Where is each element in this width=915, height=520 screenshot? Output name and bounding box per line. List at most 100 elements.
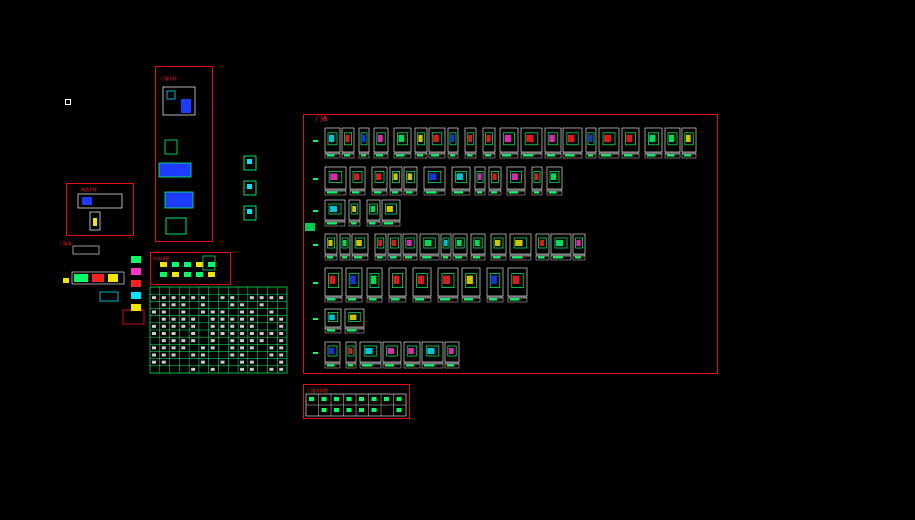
door-panel [466,132,475,146]
strip-fill-c [108,274,118,282]
door-glazing [386,206,393,212]
table-cell-text [269,346,274,350]
door-caption-text [553,256,563,259]
table-cell-text [200,310,205,314]
table-cell-text [210,339,215,343]
table-cell-text [200,353,205,357]
door-caption-box [351,254,369,261]
door-elevation [507,267,528,297]
door-caption-box [349,189,366,196]
door-elevation [344,308,365,328]
door-caption-text [348,364,353,367]
door-caption-box [339,254,351,261]
door-caption-text [406,191,413,194]
table-cell-text [240,303,245,307]
door-panel [390,237,399,249]
door-glazing [417,275,424,284]
door-panel [538,237,547,249]
door-elevation [373,127,389,153]
door-elevation [358,127,370,153]
table-cell-text [191,353,196,357]
door-panel [489,273,501,288]
table-cell-text [152,310,156,314]
door-caption-box [382,362,402,369]
door-glazing [393,275,400,284]
table-cell-text [152,324,156,328]
door-caption-text [440,298,450,301]
door-panel [513,237,528,249]
door-elevation [387,233,402,255]
door-elevation [499,127,519,153]
cyan-detail [99,291,119,302]
door-panel [476,171,484,183]
door-caption-text [538,256,545,259]
door-glazing [604,134,611,142]
detail-sheet-b[interactable]: 构造大样 [66,183,134,236]
symbol-detail [196,262,203,267]
door-panel [374,171,385,183]
detail-sheet-e-title: 门窗大样图 [308,388,328,393]
table-cell-text [161,353,166,357]
door-glazing [626,134,633,142]
door-caption-box [490,254,507,261]
door-caption-text [385,364,394,367]
table-cell-text [181,296,186,300]
door-caption-box [324,152,341,159]
table-cell-text [210,367,215,371]
door-elevation [598,127,620,153]
door-elevation [374,233,387,255]
table-cell-text [240,346,245,350]
strip-detail [71,271,125,285]
door-caption-box [486,296,504,303]
small-table-cell [359,408,364,412]
door-caption-text [473,256,480,259]
door-panel [511,273,524,288]
door-elevation [520,127,543,153]
symbol-detail [208,272,215,277]
table-cell-text [249,360,254,364]
door-caption-box [341,152,355,159]
door-glazing [329,314,335,320]
door-caption-box [324,362,341,369]
door-caption-box [447,152,459,159]
small-table-cell [346,408,352,412]
detail-sheet-a[interactable]: 门窗大样 [155,66,213,242]
door-glazing [424,240,432,246]
strip-fill-a [74,274,88,282]
table-cell-text [161,324,166,328]
node-detail-core [247,184,252,189]
door-panel [363,345,378,357]
door-elevation [474,166,486,190]
door-caption-box [499,152,519,159]
detail-sheet-c[interactable]: 节点详图 [150,252,231,285]
node-detail-core [247,209,252,214]
door-schedule-sheet[interactable]: 门表 [303,114,718,374]
table-cell-text [259,332,264,335]
section-detail-outline-2 [164,191,194,209]
table-cell-text [240,360,245,364]
door-caption-box [387,254,402,261]
door-panel [447,345,457,357]
table-cell-text [240,332,245,335]
door-elevation [402,233,418,255]
door-caption-box [482,152,496,159]
detail-sheet-a-title: 门窗大样 [161,76,177,81]
door-elevation [421,341,444,363]
door-caption-box [324,254,338,261]
table-cell-text [220,324,225,328]
table-cell-text [249,339,254,343]
detail-sheet-e[interactable]: 门窗大样图 [303,384,410,419]
door-glazing [418,134,423,142]
door-caption-text [406,364,414,367]
door-glazing [466,275,473,284]
stacked-detail [131,256,141,263]
door-panel [575,237,583,249]
door-caption-box [585,152,597,159]
label-detail [72,245,100,255]
door-caption-text [575,256,581,259]
door-caption-text [348,298,356,301]
door-panel [344,132,352,146]
row-marker [313,318,318,320]
